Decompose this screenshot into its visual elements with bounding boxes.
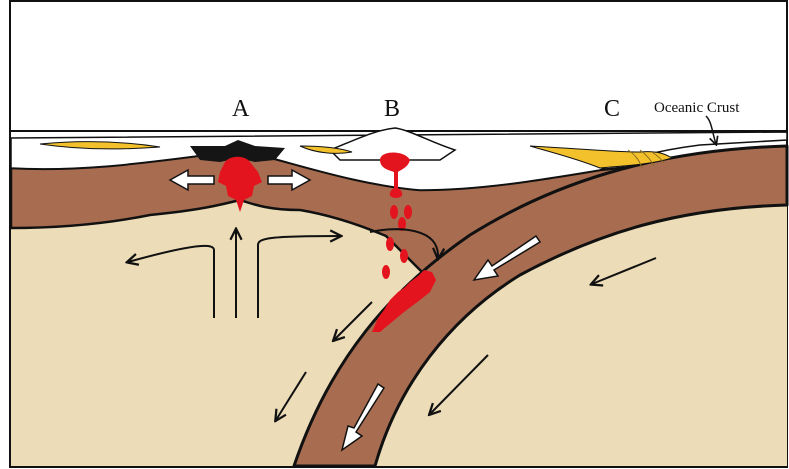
label-c: C <box>604 96 620 122</box>
label-b: B <box>384 96 400 122</box>
label-oceanic-crust: Oceanic Crust <box>654 100 740 116</box>
label-a: A <box>232 96 250 122</box>
